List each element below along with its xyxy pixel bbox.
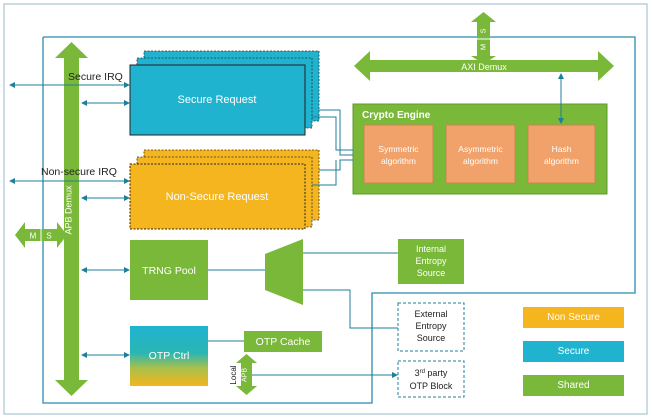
otp-ctrl-box (130, 326, 208, 386)
third-party-label-1: 3rd party (415, 368, 448, 378)
third-party-label-2: OTP Block (410, 381, 453, 391)
external-entropy-label-2: Entropy (415, 321, 447, 331)
local-apb-link (252, 372, 398, 378)
subsystem-boundary (42, 36, 636, 404)
symmetric-label-1: Symmetric (378, 144, 419, 154)
local-apb-bus: APB Local (229, 354, 257, 395)
asymmetric-label-1: Asymmetric (458, 144, 503, 154)
otp-cache-label: OTP Cache (256, 336, 311, 348)
apb-block-arrows (81, 100, 130, 358)
external-entropy-label-1: External (414, 309, 447, 319)
entropy-links (208, 252, 398, 329)
otp-cache-box (244, 331, 322, 352)
axi-demux-label: AXI Demux (461, 62, 507, 72)
left-master-label: M (30, 232, 37, 241)
axi-hash-link (558, 73, 564, 124)
crypto-engine-title: Crypto Engine (362, 110, 431, 121)
left-slave-label: S (46, 232, 51, 241)
internal-entropy-label-1: Internal (416, 244, 446, 254)
request-to-crypto-links (312, 109, 353, 186)
outer-frame (3, 3, 648, 415)
crypto-engine: Crypto Engine Symmetric algorithm Asymme… (352, 103, 608, 195)
asymmetric-label-2: algorithm (463, 156, 498, 166)
hash-label-2: algorithm (544, 156, 579, 166)
top-slave-label: S (479, 28, 488, 33)
asymmetric-box (445, 124, 516, 184)
left-ms-port: M S (15, 222, 67, 248)
secure-request-block: Secure Request (129, 50, 320, 136)
trng-pool-label: TRNG Pool (142, 265, 196, 277)
internal-entropy-label-3: Source (417, 268, 446, 278)
irq-arrows (9, 82, 130, 184)
internal-entropy-box (398, 239, 464, 284)
top-master-label: M (479, 44, 488, 50)
non-secure-request-label: Non-Secure Request (166, 191, 269, 203)
secure-request-label: Secure Request (178, 94, 257, 106)
apb-demux-label: APB Demux (64, 185, 74, 235)
entropy-mux (265, 239, 303, 305)
apb-demux-bus: APB Demux (55, 42, 88, 396)
secure-irq-label: Secure IRQ (68, 71, 123, 83)
external-entropy-label-3: Source (417, 333, 446, 343)
internal-entropy-label-2: Entropy (415, 256, 447, 266)
external-entropy-box (397, 302, 465, 352)
non-secure-irq-label: Non-secure IRQ (41, 166, 117, 178)
axi-demux-bus: AXI Demux (354, 51, 614, 81)
hash-label-1: Hash (552, 144, 572, 154)
top-ms-port: M S (471, 12, 496, 64)
hash-box (527, 124, 596, 184)
trng-pool-box (130, 240, 208, 300)
local-apb-label: APB (242, 368, 249, 382)
third-party-otp-box (397, 360, 465, 398)
otp-ctrl-label: OTP Ctrl (149, 350, 190, 362)
local-label: Local (229, 365, 238, 384)
symmetric-box (363, 124, 434, 184)
symmetric-label-2: algorithm (381, 156, 416, 166)
non-secure-request-block: Non-Secure Request (129, 149, 320, 230)
